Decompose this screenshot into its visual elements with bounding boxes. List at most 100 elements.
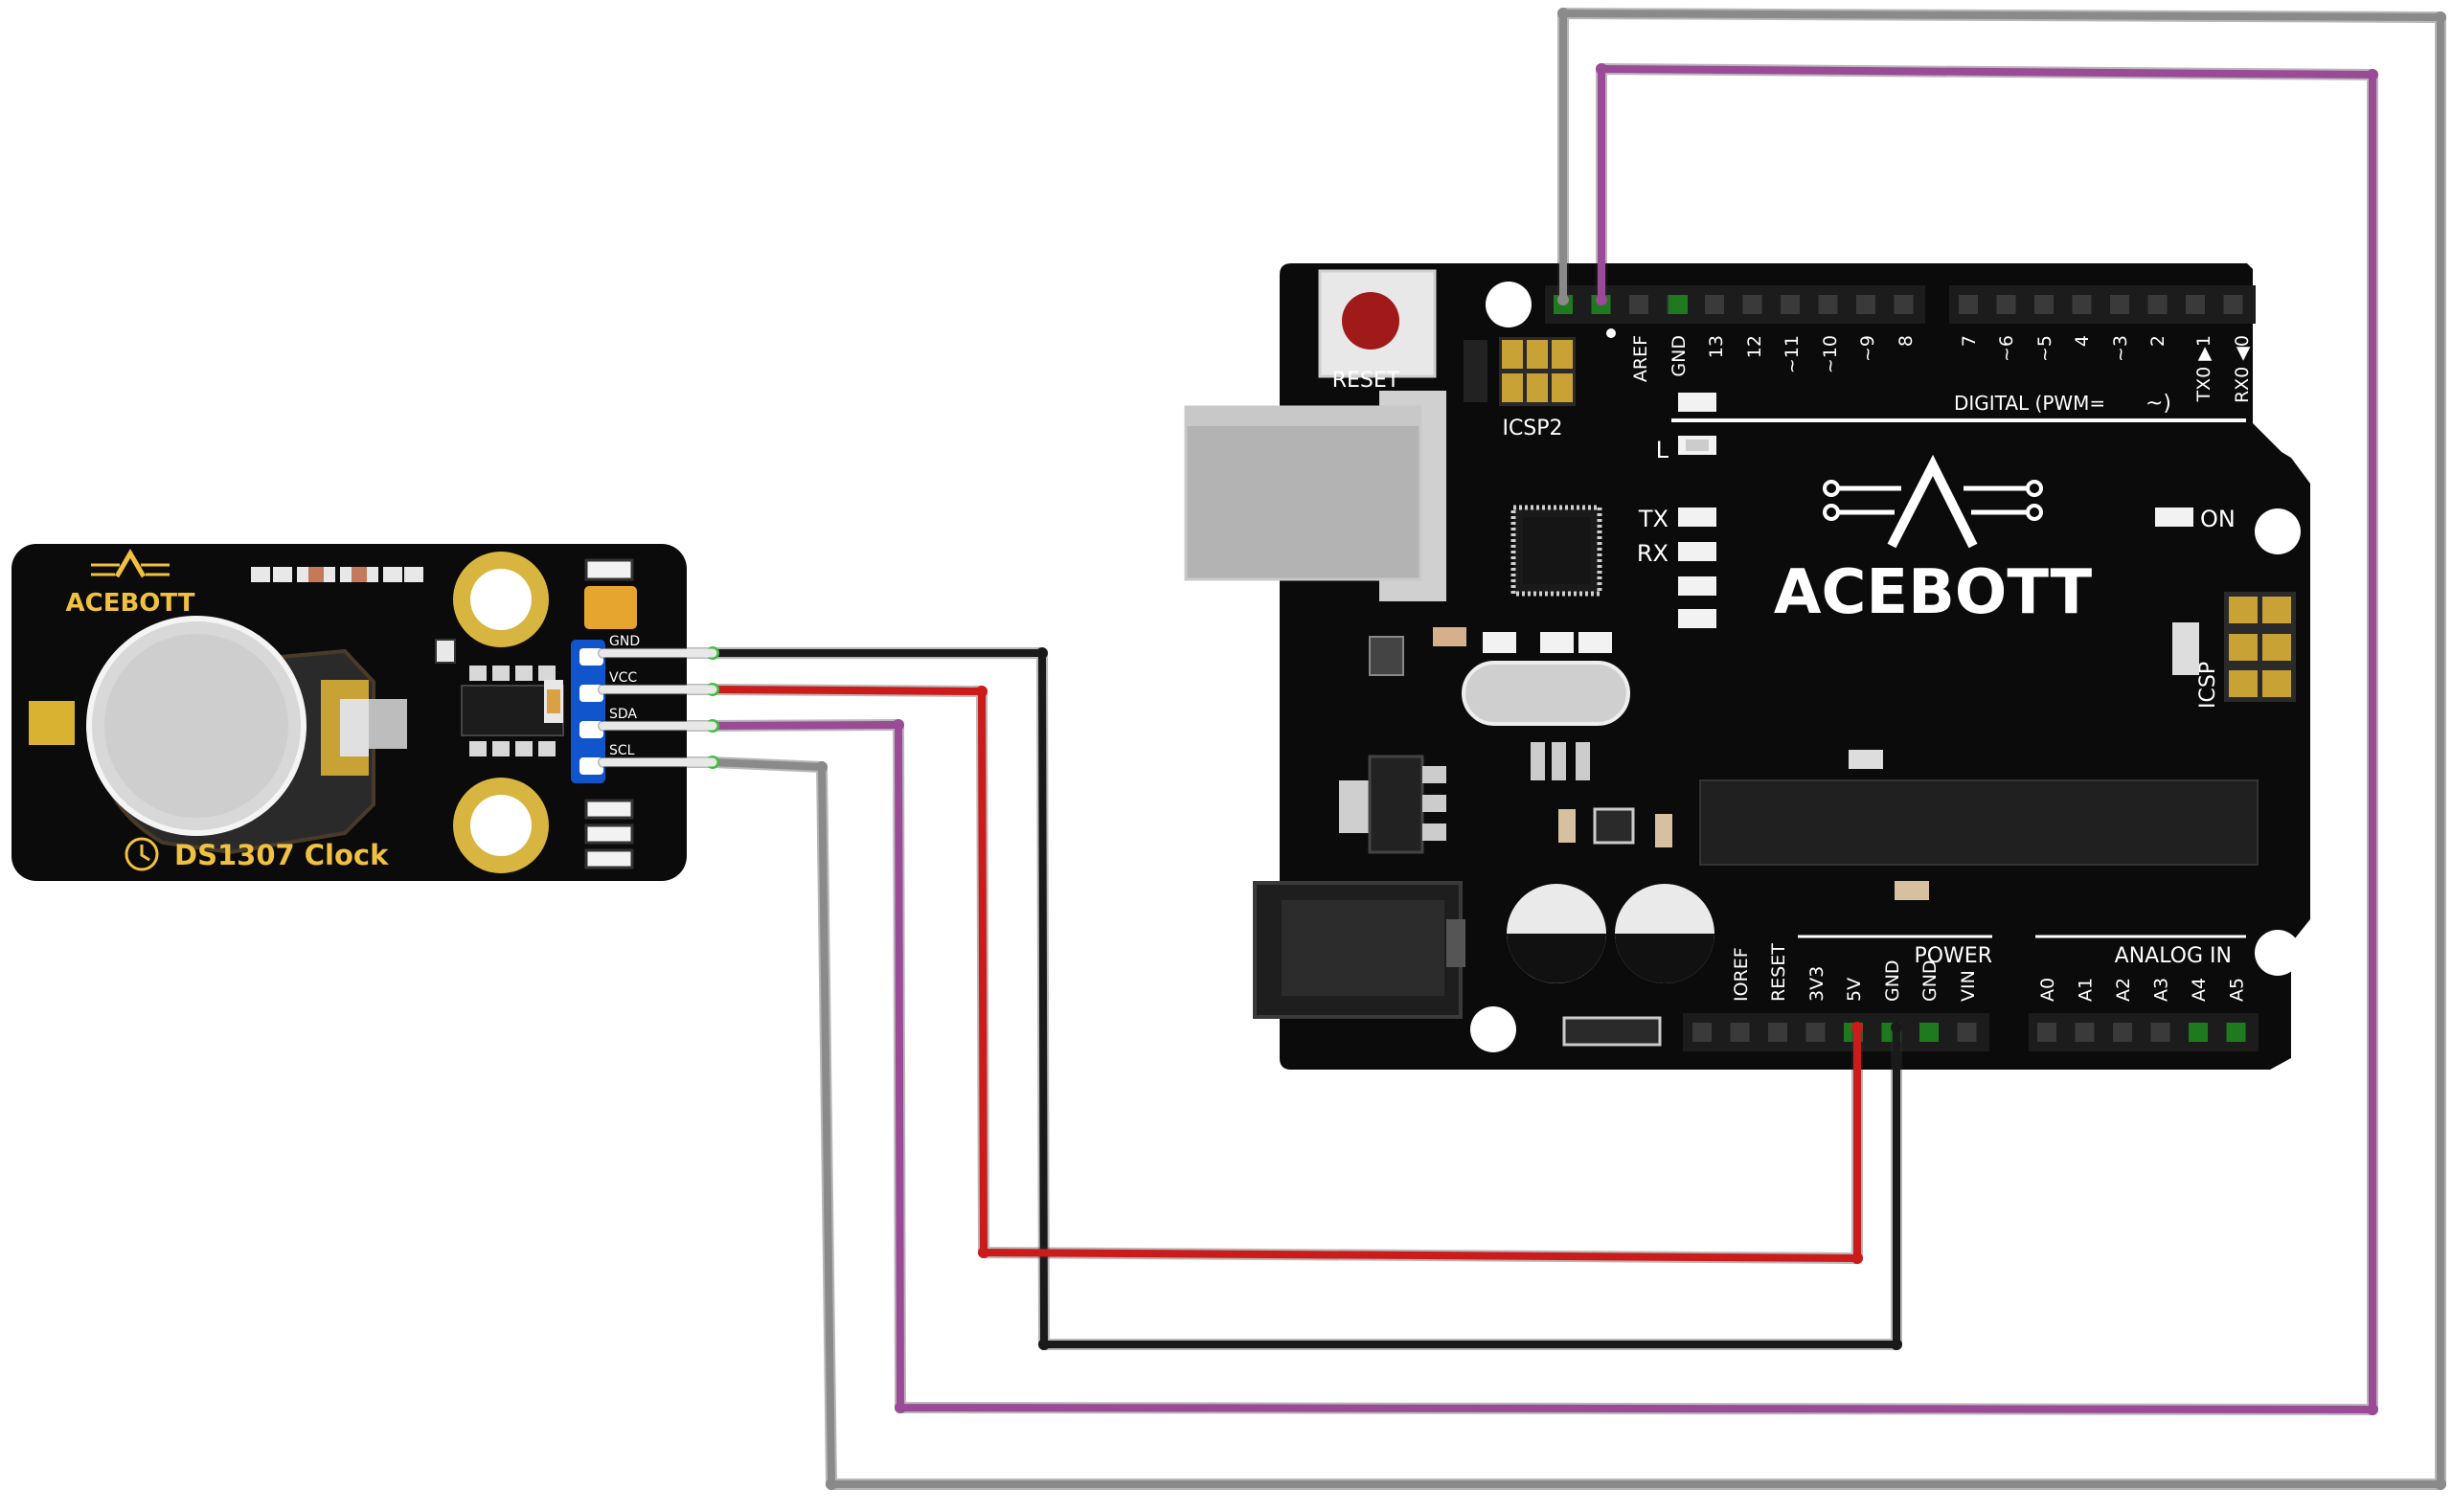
header-pin bbox=[2147, 295, 2168, 314]
header-pin bbox=[1805, 1023, 1826, 1042]
digital-header-label: DIGITAL (PWM= bbox=[1954, 392, 2105, 415]
wire-bend bbox=[1851, 1252, 1863, 1264]
module-logo: ACEBOTT bbox=[66, 549, 195, 618]
header-pin bbox=[1781, 295, 1800, 314]
top-pin-label: GND bbox=[1669, 335, 1690, 377]
analog-pin-label: A1 bbox=[2076, 978, 2097, 1002]
header-pin bbox=[1894, 295, 1914, 314]
wire-bend bbox=[1891, 1022, 1902, 1033]
wire-bend bbox=[1557, 8, 1569, 19]
power-pin-label: IOREF bbox=[1731, 947, 1752, 1002]
header-pin bbox=[2072, 295, 2092, 314]
top-pin-label: 8 bbox=[1896, 335, 1917, 347]
analog-pin-label: A5 bbox=[2227, 978, 2248, 1002]
header-pin bbox=[1919, 1023, 1939, 1042]
voltage-regulator bbox=[1339, 755, 1446, 854]
mounting-hole bbox=[453, 778, 549, 873]
wire-sda bbox=[600, 65, 2376, 1413]
top-pin-label: 4 bbox=[2072, 335, 2093, 347]
power-pin-label: 5V bbox=[1844, 978, 1865, 1002]
led-on-label: ON bbox=[2200, 506, 2236, 532]
ds1307-module: ACEBOTT bbox=[11, 544, 687, 881]
module-pin bbox=[579, 757, 603, 775]
led-tx bbox=[1678, 508, 1716, 527]
power-header bbox=[1683, 1013, 1989, 1051]
top-pin-label: ~9 bbox=[1857, 335, 1878, 362]
uno-mounting-hole bbox=[2255, 508, 2301, 554]
usb-interface-chip bbox=[1510, 505, 1602, 597]
header-pin bbox=[1856, 295, 1875, 314]
capacitor bbox=[1615, 884, 1714, 983]
smd-resistor-row bbox=[251, 567, 423, 582]
header-pin bbox=[1959, 295, 1978, 314]
reset-label: RESET bbox=[1332, 369, 1400, 393]
header-pin bbox=[2075, 1023, 2095, 1042]
header-pin bbox=[2110, 295, 2129, 314]
module-brand-text: ACEBOTT bbox=[66, 589, 195, 618]
analog-header-label: ANALOG IN bbox=[2115, 944, 2232, 968]
reset-button[interactable] bbox=[1318, 269, 1437, 378]
header-pin bbox=[1818, 295, 1838, 314]
analog-pin-label: A0 bbox=[2037, 978, 2058, 1002]
header-pin bbox=[2034, 295, 2054, 314]
uno-mounting-hole bbox=[1486, 282, 1532, 327]
top-pin-label: ~6 bbox=[1996, 335, 2017, 362]
wire-scl bbox=[600, 10, 2444, 1488]
header-pin bbox=[2189, 1023, 2208, 1042]
top-pin-label: ~5 bbox=[2034, 335, 2055, 362]
top-pin-label: 13 bbox=[1706, 335, 1727, 358]
uno-brand-text: ACEBOTT bbox=[1774, 557, 2093, 628]
header-pin bbox=[2186, 295, 2205, 314]
module-pin bbox=[579, 721, 603, 738]
wire-bend bbox=[1557, 294, 1569, 305]
wire-bend bbox=[2367, 69, 2378, 80]
uno-pcb bbox=[1280, 263, 2310, 1070]
mcu-chip bbox=[1699, 779, 2259, 866]
module-pin-label: VCC bbox=[609, 670, 637, 686]
wire-bend bbox=[2435, 1478, 2446, 1490]
power-pin-label: VIN bbox=[1958, 970, 1979, 1002]
top-pin-label: ~3 bbox=[2110, 335, 2131, 362]
header-pin bbox=[2150, 1023, 2170, 1042]
analog-pin-label: A2 bbox=[2113, 978, 2134, 1002]
uno-logo bbox=[1823, 454, 2043, 549]
wire-bend bbox=[1851, 1022, 1863, 1033]
crystal-oscillator bbox=[1462, 661, 1630, 726]
wire-bend bbox=[816, 761, 828, 773]
wires bbox=[598, 8, 2446, 1490]
mounting-hole bbox=[453, 552, 549, 647]
module-pin-label: SCL bbox=[609, 743, 635, 758]
top-pin-label: 2 bbox=[2147, 335, 2168, 347]
wire-bend bbox=[2367, 1404, 2378, 1415]
wire-bend bbox=[1596, 294, 1607, 305]
top-pin-label: TX0 ▶1 bbox=[2193, 335, 2214, 402]
icsp-label: ICSP bbox=[2196, 662, 2220, 709]
digital-header-right bbox=[1949, 285, 2256, 324]
wire-bend bbox=[826, 1478, 837, 1490]
usb-port bbox=[1184, 405, 1422, 581]
power-pin-label: RESET bbox=[1768, 943, 1789, 1002]
module-name-label: DS1307 Clock bbox=[174, 839, 389, 871]
header-pin bbox=[1692, 1023, 1712, 1042]
digital-header-tilde: ~) bbox=[2146, 392, 2171, 416]
header-pin bbox=[1705, 295, 1724, 314]
capacitor bbox=[584, 586, 637, 629]
top-pin-label: ~11 bbox=[1782, 335, 1803, 373]
header-pin bbox=[1629, 295, 1648, 314]
led-tx-label: TX bbox=[1638, 506, 1669, 532]
wire-bend bbox=[1038, 1339, 1050, 1350]
module-pin bbox=[579, 685, 603, 702]
uno-mounting-hole bbox=[1470, 1006, 1516, 1052]
power-pin-label: GND bbox=[1919, 959, 1941, 1002]
wire-bend bbox=[895, 1402, 906, 1413]
ds1307-chip bbox=[461, 666, 564, 756]
dc-power-jack bbox=[1253, 881, 1465, 1019]
icsp-header bbox=[2224, 592, 2296, 702]
wire-bend bbox=[1036, 647, 1048, 659]
capacitor bbox=[1507, 884, 1606, 983]
module-pin-label: SDA bbox=[609, 707, 637, 722]
led-on bbox=[2155, 508, 2193, 527]
top-pin-label: AREF bbox=[1630, 335, 1651, 382]
top-pin-label: RX0 ◀0 bbox=[2232, 335, 2253, 403]
